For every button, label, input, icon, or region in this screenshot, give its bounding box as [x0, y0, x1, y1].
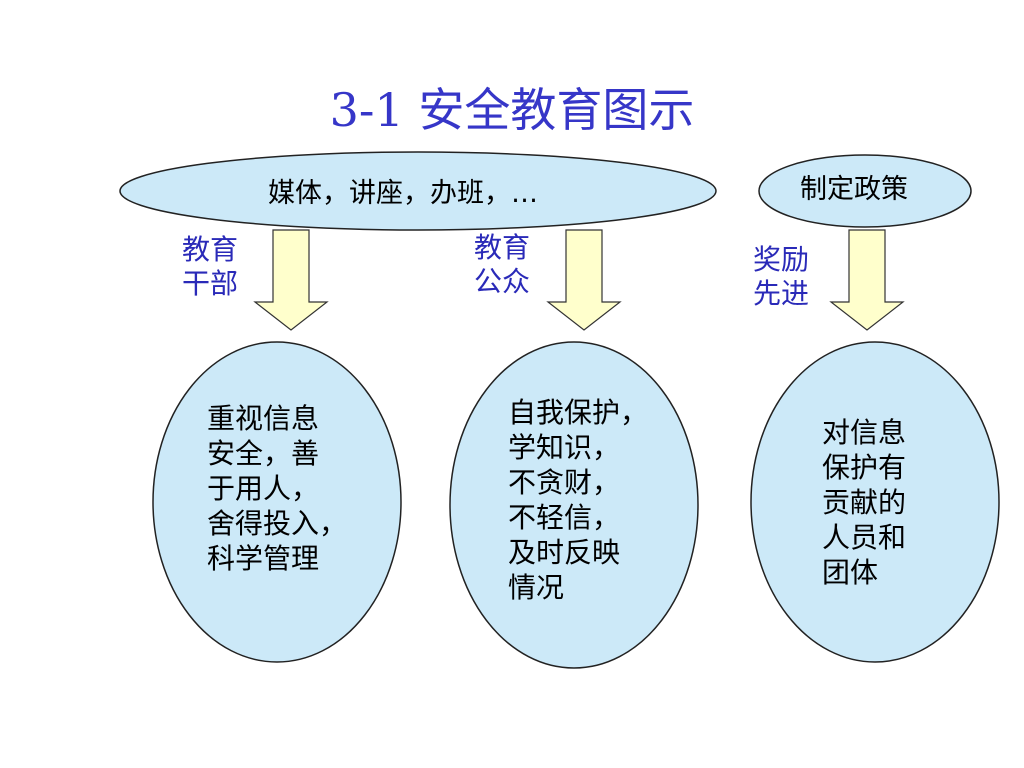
- arrow-label-middle-line2: 公众: [474, 265, 531, 298]
- cadre-line-1: 重视信息: [207, 402, 320, 435]
- public-line-3: 不贪财，: [508, 466, 621, 499]
- down-arrow-middle: [546, 229, 622, 331]
- public-line-4: 不轻信，: [508, 501, 621, 534]
- arrow-label-right: 奖励 先进: [753, 243, 809, 311]
- advanced-line-3: 贡献的: [822, 486, 907, 519]
- public-line-5: 及时反映: [508, 536, 621, 569]
- arrow-label-right-line1: 奖励: [753, 243, 810, 276]
- policy-ellipse: [758, 154, 972, 228]
- arrow-label-left-line1: 教育: [182, 233, 239, 266]
- down-arrow-left: [253, 229, 329, 331]
- cadre-bubble: [152, 341, 402, 663]
- arrow-label-left: 教育 干部: [182, 233, 238, 301]
- advanced-line-4: 人员和: [822, 521, 907, 554]
- cadre-line-2: 安全，善: [207, 437, 320, 470]
- public-line-1: 自我保护，: [508, 396, 649, 429]
- advanced-bubble: [750, 341, 1000, 663]
- advanced-line-1: 对信息: [822, 416, 907, 449]
- arrow-label-middle-line1: 教育: [474, 231, 531, 264]
- arrow-label-left-line2: 干部: [182, 267, 239, 300]
- cadre-line-3: 于用人，: [207, 472, 320, 505]
- public-line-6: 情况: [508, 571, 565, 604]
- down-arrow-right: [829, 229, 905, 331]
- advanced-bubble-text: 对信息 保护有 贡献的 人员和 团体: [822, 415, 906, 590]
- arrow-label-middle: 教育 公众: [474, 231, 530, 299]
- cadre-bubble-text: 重视信息 安全，善 于用人， 舍得投入， 科学管理: [207, 401, 347, 576]
- advanced-line-2: 保护有: [822, 451, 907, 484]
- cadre-line-4: 舍得投入，: [207, 507, 348, 540]
- page-title: 3-1 安全教育图示: [329, 83, 695, 137]
- media-ellipse: [119, 151, 717, 231]
- arrow-label-right-line2: 先进: [753, 277, 810, 310]
- public-line-2: 学知识，: [508, 431, 621, 464]
- advanced-line-5: 团体: [822, 556, 879, 589]
- public-bubble: [449, 341, 699, 669]
- policy-ellipse-label: 制定政策: [800, 174, 908, 205]
- cadre-line-5: 科学管理: [207, 542, 320, 575]
- public-bubble-text: 自我保护， 学知识， 不贪财， 不轻信， 及时反映 情况: [508, 395, 648, 605]
- media-ellipse-label: 媒体，讲座，办班，…: [268, 178, 538, 209]
